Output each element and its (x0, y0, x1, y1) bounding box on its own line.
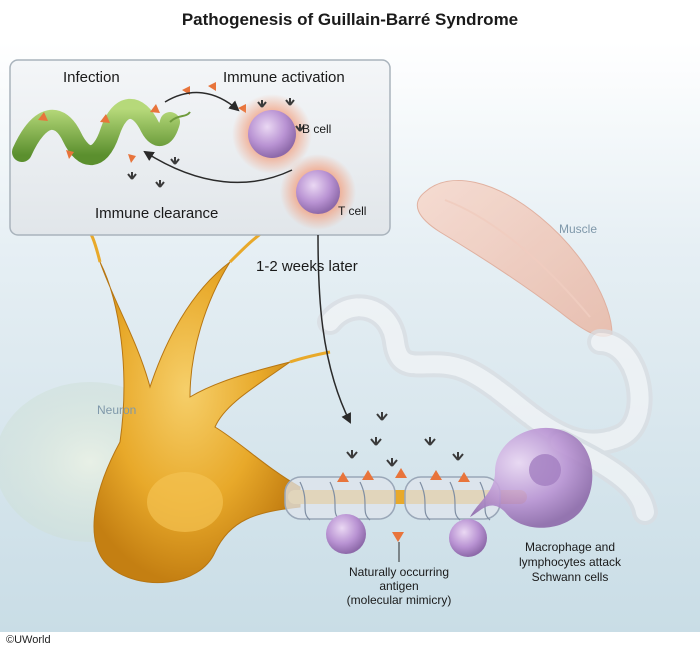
diagram-illustration (0, 42, 700, 632)
myelin-antigens (337, 468, 470, 542)
circulating-antibodies (346, 412, 464, 467)
t-cell (296, 170, 340, 214)
bacterium (12, 98, 191, 166)
page-title: Pathogenesis of Guillain-Barré Syndrome (181, 10, 519, 29)
label-t-cell: T cell (338, 204, 367, 218)
b-cell (248, 110, 296, 158)
label-naturally-occurring-antigen: Naturally occurring antigen (molecular m… (346, 565, 452, 607)
activation-arrow (164, 91, 240, 112)
label-muscle: Muscle (559, 222, 598, 236)
label-infection: Infection (63, 69, 120, 86)
diagram-scene: Infection Immune activation B cell T cel… (0, 42, 700, 632)
label-b-cell: B cell (302, 122, 332, 136)
label-immune-clearance: Immune clearance (95, 205, 219, 222)
infection-inset (9, 59, 391, 236)
label-macrophage-attack: Macrophage and lymphocytes attack Schwan… (518, 540, 622, 584)
label-neuron: Neuron (97, 403, 137, 417)
copyright-credit: ©UWorld (6, 634, 51, 646)
clearance-arrow (143, 150, 293, 184)
timeline-arrow (317, 234, 351, 424)
label-immune-activation: Immune activation (223, 69, 345, 86)
macrophage (470, 427, 593, 528)
label-timeline: 1-2 weeks later (256, 258, 358, 275)
lymphocytes (326, 514, 487, 557)
